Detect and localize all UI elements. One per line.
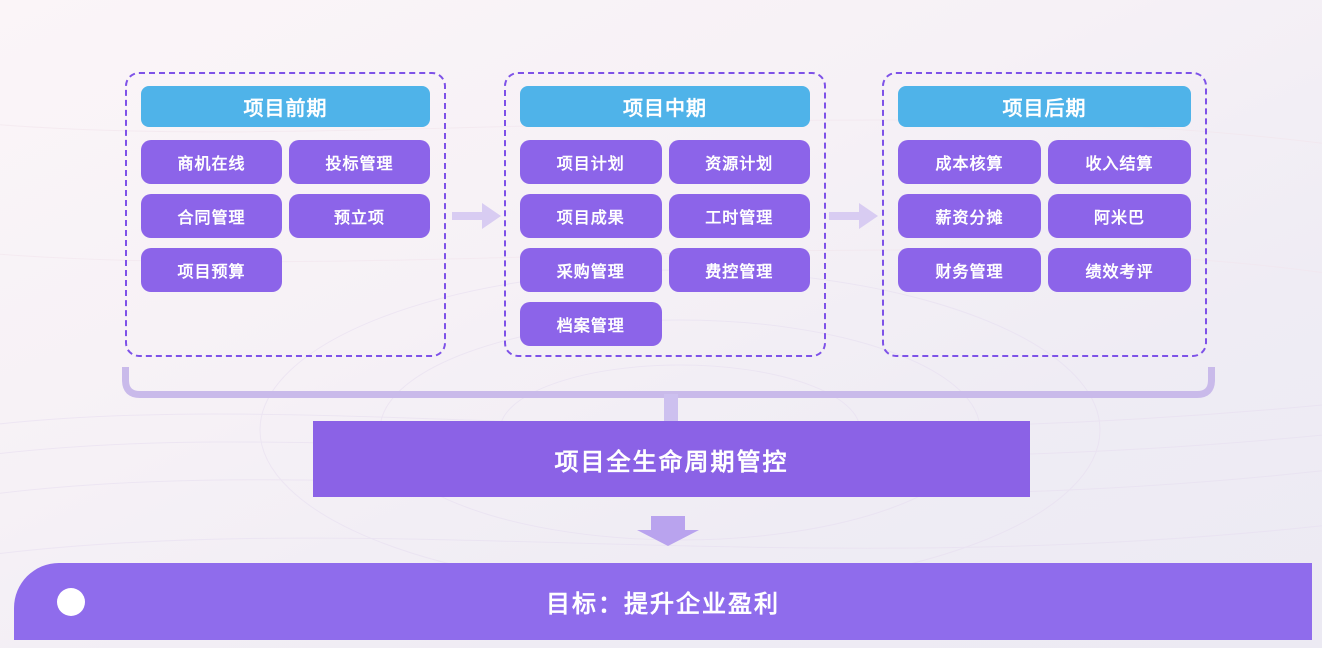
chip-salary-allocation: 薪资分摊 [898, 194, 1041, 238]
goal-banner: 目标：提升企业盈利 [14, 563, 1312, 640]
chip-procurement-management: 采购管理 [520, 248, 662, 292]
chip-financial-management: 财务管理 [898, 248, 1041, 292]
chip-project-budget: 项目预算 [141, 248, 282, 292]
chip-business-opportunity: 商机在线 [141, 140, 282, 184]
phase-panel-mid: 项目中期 项目计划 资源计划 项目成果 工时管理 采购管理 费控管理 档案管理 [504, 72, 826, 357]
phase-late-items: 成本核算 收入结算 薪资分摊 阿米巴 财务管理 绩效考评 [898, 140, 1191, 292]
chip-cost-accounting: 成本核算 [898, 140, 1041, 184]
phase-late-title: 项目后期 [898, 86, 1191, 127]
flow-arrow-down-icon [637, 516, 699, 546]
chip-timesheet-management: 工时管理 [668, 194, 810, 238]
bullet-circle-icon [57, 588, 85, 616]
chip-bidding-management: 投标管理 [289, 140, 430, 184]
chip-amoeba: 阿米巴 [1048, 194, 1191, 238]
phase-mid-title: 项目中期 [520, 86, 810, 127]
phase-mid-items: 项目计划 资源计划 项目成果 工时管理 采购管理 费控管理 档案管理 [520, 140, 810, 346]
chip-performance-review: 绩效考评 [1048, 248, 1191, 292]
phase-panel-early: 项目前期 商机在线 投标管理 合同管理 预立项 项目预算 [125, 72, 446, 357]
chip-project-deliverables: 项目成果 [520, 194, 662, 238]
flow-arrow-right-icon [452, 203, 501, 229]
summary-banner: 项目全生命周期管控 [313, 421, 1030, 497]
chip-project-plan: 项目计划 [520, 140, 662, 184]
chip-archive-management: 档案管理 [520, 302, 662, 346]
phase-early-items: 商机在线 投标管理 合同管理 预立项 项目预算 [141, 140, 430, 292]
chip-pre-initiation: 预立项 [289, 194, 430, 238]
flow-arrow-right-icon [829, 203, 878, 229]
chip-resource-plan: 资源计划 [668, 140, 810, 184]
chip-expense-control: 费控管理 [668, 248, 810, 292]
chip-contract-management: 合同管理 [141, 194, 282, 238]
phase-early-title: 项目前期 [141, 86, 430, 127]
phase-panel-late: 项目后期 成本核算 收入结算 薪资分摊 阿米巴 财务管理 绩效考评 [882, 72, 1207, 357]
goal-banner-label: 目标：提升企业盈利 [546, 591, 780, 618]
chip-revenue-settlement: 收入结算 [1048, 140, 1191, 184]
